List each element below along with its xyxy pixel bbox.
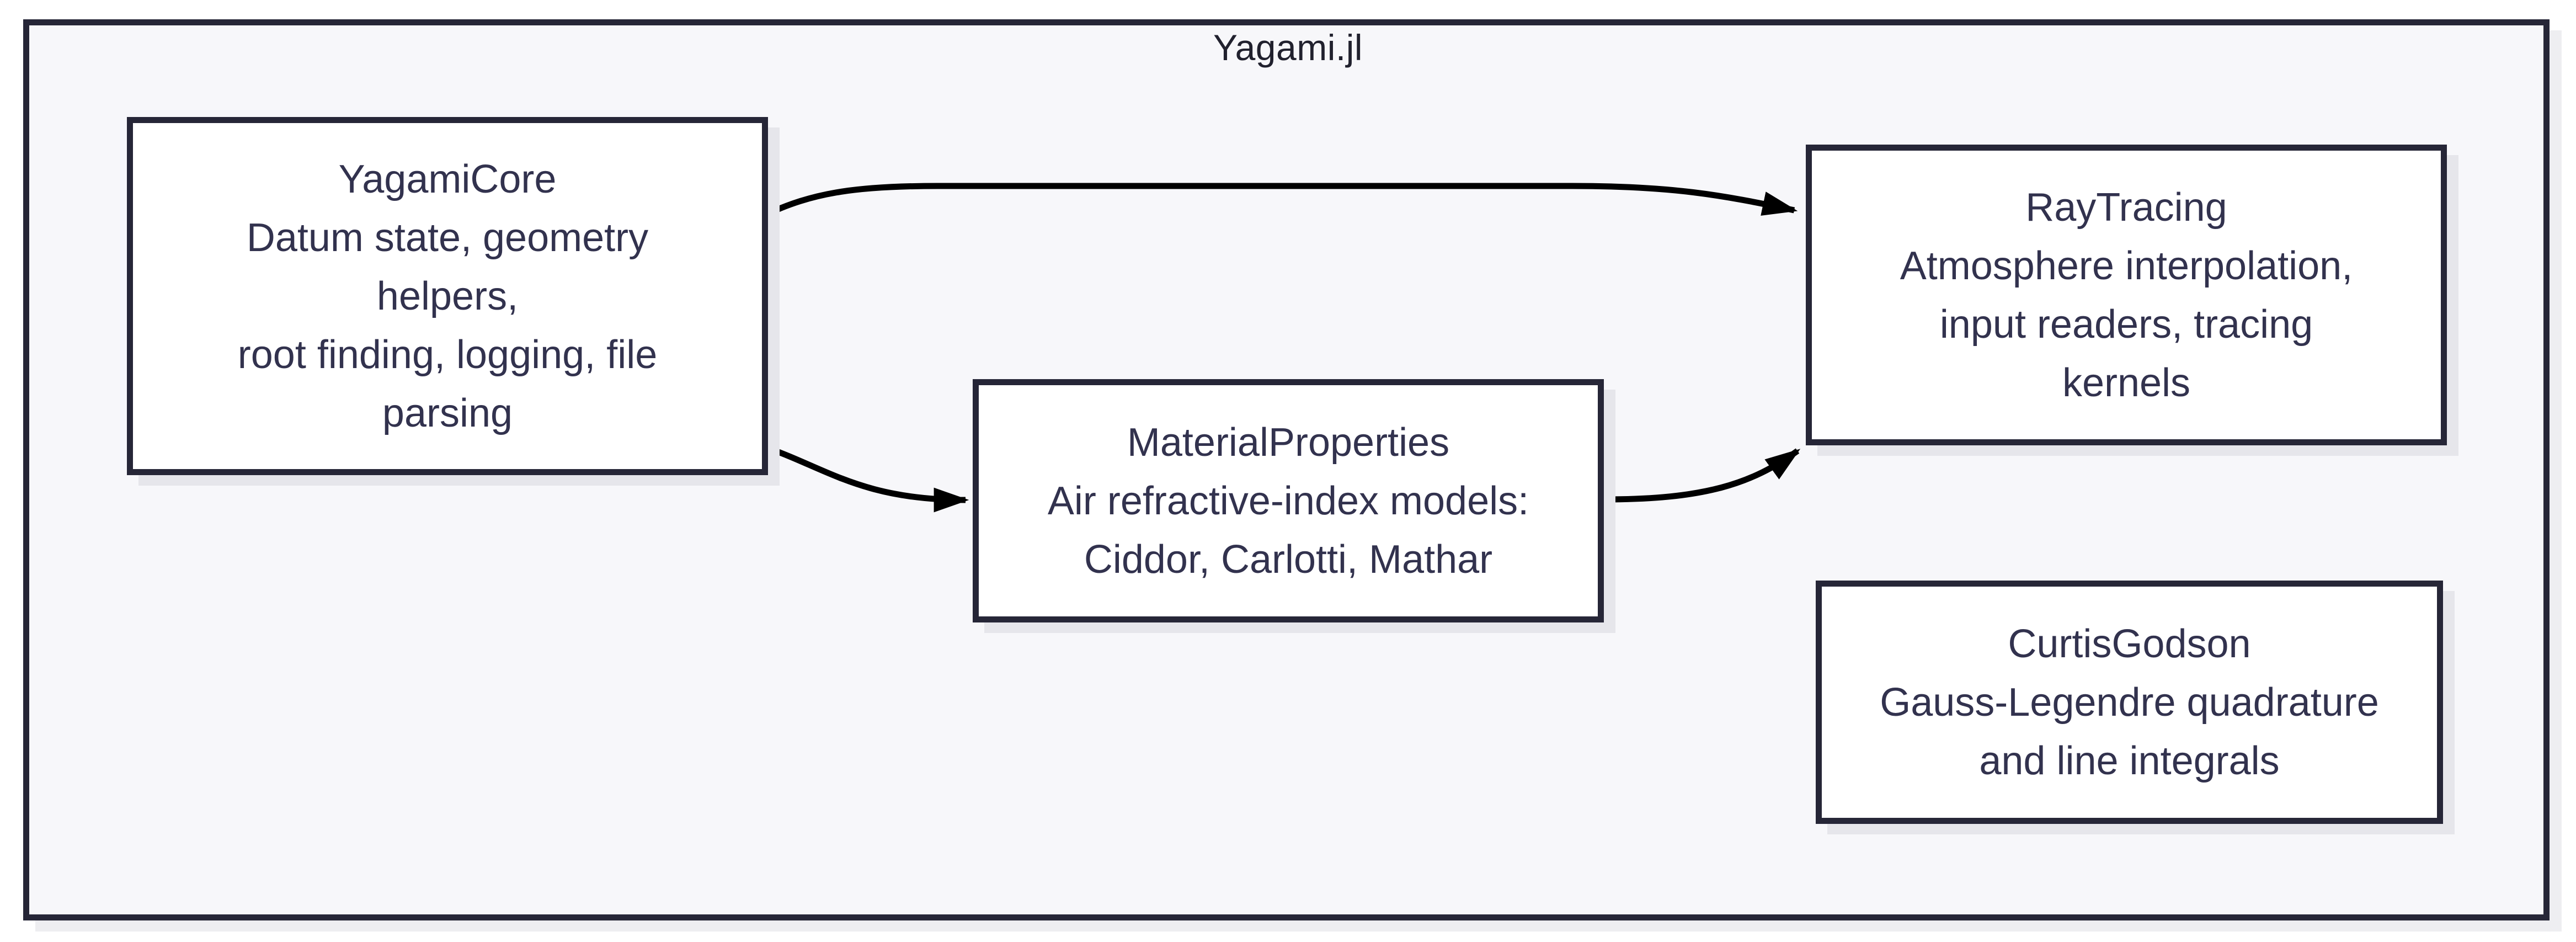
node-curtisgodson: CurtisGodson Gauss-Legendre quadrature a… — [1816, 581, 2443, 824]
node-materialproperties: MaterialProperties Air refractive-index … — [973, 379, 1604, 622]
node-line: helpers, — [376, 274, 519, 318]
node-title: MaterialProperties — [1127, 420, 1450, 465]
node-title: YagamiCore — [338, 157, 557, 201]
node-line: parsing — [382, 391, 513, 435]
node-line: Gauss-Legendre quadrature — [1880, 680, 2379, 725]
node-line: root finding, logging, file — [237, 332, 658, 377]
node-line: Ciddor, Carlotti, Mathar — [1084, 537, 1493, 582]
node-line: Atmosphere interpolation, — [1900, 243, 2353, 288]
node-raytracing: RayTracing Atmosphere interpolation, inp… — [1806, 145, 2447, 445]
node-line: and line integrals — [1979, 738, 2280, 783]
node-line: input readers, tracing — [1939, 302, 2313, 347]
node-line: Datum state, geometry — [246, 215, 649, 260]
node-title: CurtisGodson — [2008, 621, 2251, 666]
node-line: kernels — [2062, 360, 2191, 405]
node-line: Air refractive-index models: — [1047, 478, 1529, 523]
diagram-title: Yagami.jl — [1213, 27, 1363, 68]
node-yagamicore: YagamiCore Datum state, geometry helpers… — [127, 117, 768, 475]
node-title: RayTracing — [2025, 185, 2227, 230]
